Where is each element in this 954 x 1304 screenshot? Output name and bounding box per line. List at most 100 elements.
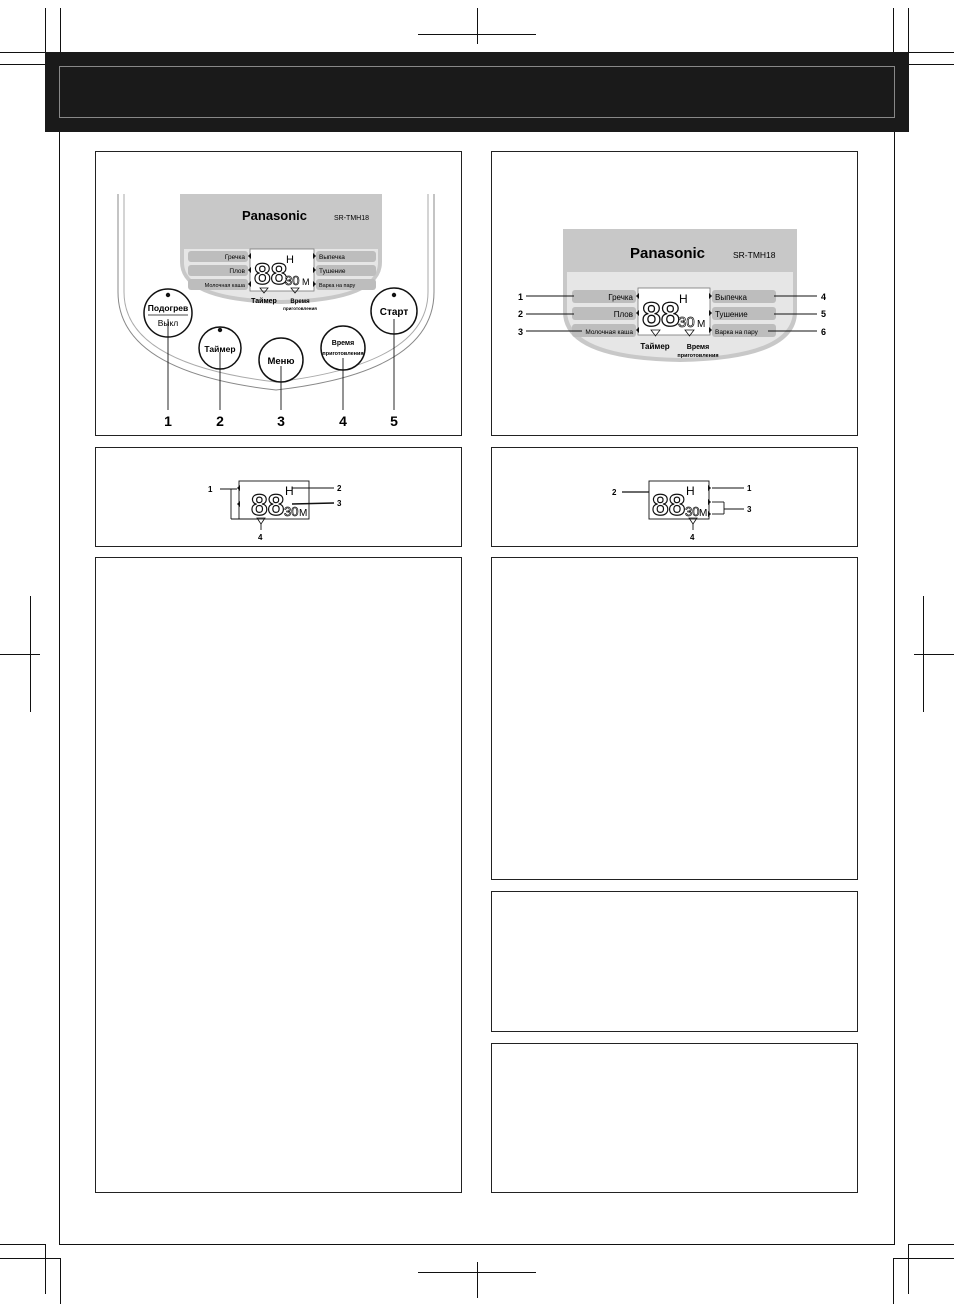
- callout-4: 4: [690, 533, 695, 542]
- lcd-minutes: 30: [284, 504, 298, 519]
- crop-mark: [908, 8, 909, 52]
- header-inner-frame: [59, 66, 895, 118]
- crop-mark: [893, 8, 894, 52]
- lcd-minute-marker: M: [299, 508, 307, 519]
- callout-3: 3: [747, 505, 752, 514]
- crop-mark: [418, 34, 536, 35]
- label-time-line2: приготовления: [677, 353, 718, 359]
- label-time-line1: Время: [290, 299, 310, 305]
- crop-mark: [0, 654, 40, 655]
- callout-4: 4: [821, 292, 826, 302]
- warm-button-label: Подогрев: [148, 303, 188, 313]
- crop-mark: [0, 64, 45, 65]
- crop-mark: [914, 654, 954, 655]
- mode-left-2: Плов: [229, 268, 245, 275]
- text-box-right-top: [491, 557, 858, 880]
- mode-right-3: Варка на пару: [715, 329, 759, 336]
- lcd-hour-marker: H: [286, 254, 294, 266]
- crop-mark: [908, 1244, 909, 1294]
- display-detail-figure-left: 88 H 30 M 1 2 3 4: [95, 447, 462, 547]
- display-detail-figure-right: 88 H 30 M 2 1 3 4: [491, 447, 858, 547]
- lcd-minutes: 30: [685, 504, 699, 519]
- crop-mark: [893, 1258, 894, 1304]
- lcd-digits: 88: [254, 258, 287, 291]
- brand-logo: Panasonic: [242, 208, 307, 223]
- crop-mark: [893, 1258, 954, 1259]
- lcd-hour-marker: H: [686, 484, 695, 498]
- mode-indicator-illustration: Panasonic SR-TMH18 Гречка Плов Молочная …: [518, 229, 826, 362]
- brand-logo: Panasonic: [630, 245, 705, 262]
- start-button[interactable]: Старт: [370, 287, 418, 335]
- callout-3: 3: [277, 413, 285, 429]
- page-frame-bottom: [59, 1244, 895, 1245]
- crop-mark: [477, 1262, 478, 1298]
- mode-left-2: Плов: [614, 310, 633, 319]
- callout-2: 2: [518, 309, 523, 319]
- callout-5: 5: [390, 413, 398, 429]
- crop-mark: [909, 1244, 954, 1245]
- callout-3: 3: [337, 499, 342, 508]
- mode-right-1: Выпечка: [715, 293, 747, 302]
- label-time-line1: Время: [687, 344, 709, 351]
- model-name: SR-TMH18: [733, 250, 776, 260]
- header-bar: [45, 52, 909, 132]
- cooking-time-label-2: приготовления: [322, 351, 363, 357]
- lcd-hour-marker: H: [285, 484, 294, 498]
- menu-button-label: Меню: [267, 356, 294, 367]
- timer-button-label: Таймер: [204, 344, 235, 354]
- model-name: SR-TMH18: [334, 215, 369, 222]
- mode-left-3: Молочная каша: [585, 329, 633, 336]
- mode-indicator-figure: Panasonic SR-TMH18 Гречка Плов Молочная …: [491, 151, 858, 436]
- display-detail-illustration-left: 88 H 30 M 1 2 3 4: [208, 480, 342, 542]
- crop-mark: [0, 52, 45, 53]
- callout-6: 6: [821, 327, 826, 337]
- lcd-hour-marker: H: [679, 292, 688, 306]
- crop-mark: [909, 64, 954, 65]
- lcd-digits: 88: [652, 489, 685, 522]
- callout-5: 5: [821, 309, 826, 319]
- cooking-time-button[interactable]: Время приготовления: [320, 325, 366, 371]
- lcd-minutes: 30: [285, 273, 299, 288]
- callout-1: 1: [747, 484, 752, 493]
- callout-2: 2: [216, 413, 224, 429]
- crop-mark: [45, 8, 46, 52]
- callout-2: 2: [337, 484, 342, 493]
- label-timer: Таймер: [251, 297, 277, 305]
- mode-right-2: Тушение: [319, 268, 346, 275]
- callout-1: 1: [164, 413, 172, 429]
- lcd-digits: 88: [642, 296, 680, 334]
- mode-left-1: Гречка: [608, 293, 633, 302]
- text-box-right-bottom: [491, 1043, 858, 1193]
- cooking-time-label-1: Время: [332, 340, 354, 347]
- callout-1: 1: [518, 292, 523, 302]
- mode-left-3: Молочная каша: [205, 283, 246, 289]
- label-timer: Таймер: [640, 342, 669, 351]
- start-button-label: Старт: [380, 307, 409, 318]
- callout-3: 3: [518, 327, 523, 337]
- mode-left-1: Гречка: [225, 254, 246, 261]
- lcd-minute-marker: M: [699, 508, 707, 519]
- crop-mark: [909, 52, 954, 53]
- callout-2: 2: [612, 488, 617, 497]
- crop-mark: [418, 1272, 536, 1273]
- callout-4: 4: [339, 413, 347, 429]
- crop-mark: [45, 1244, 46, 1294]
- text-box-right-middle: [491, 891, 858, 1032]
- crop-mark: [0, 1258, 60, 1259]
- page-frame-left: [59, 132, 60, 1244]
- page-frame-right: [894, 132, 895, 1244]
- callout-4: 4: [258, 533, 263, 542]
- callout-1: 1: [208, 485, 213, 494]
- crop-mark: [477, 8, 478, 44]
- control-panel-figure: Panasonic SR-TMH18 Гречка Плов Молочная …: [95, 151, 462, 436]
- crop-mark: [60, 1258, 61, 1304]
- lcd-minute-marker: M: [302, 277, 310, 287]
- control-panel-illustration: Panasonic SR-TMH18 Гречка Плов Молочная …: [117, 194, 435, 429]
- mode-right-3: Варка на пару: [319, 283, 356, 289]
- text-box-left: [95, 557, 462, 1193]
- crop-mark: [60, 8, 61, 52]
- display-detail-illustration-right: 88 H 30 M 2 1 3 4: [612, 480, 752, 542]
- label-time-line2: приготовления: [283, 306, 317, 311]
- mode-right-2: Тушение: [715, 310, 748, 319]
- lcd-digits: 88: [251, 489, 284, 522]
